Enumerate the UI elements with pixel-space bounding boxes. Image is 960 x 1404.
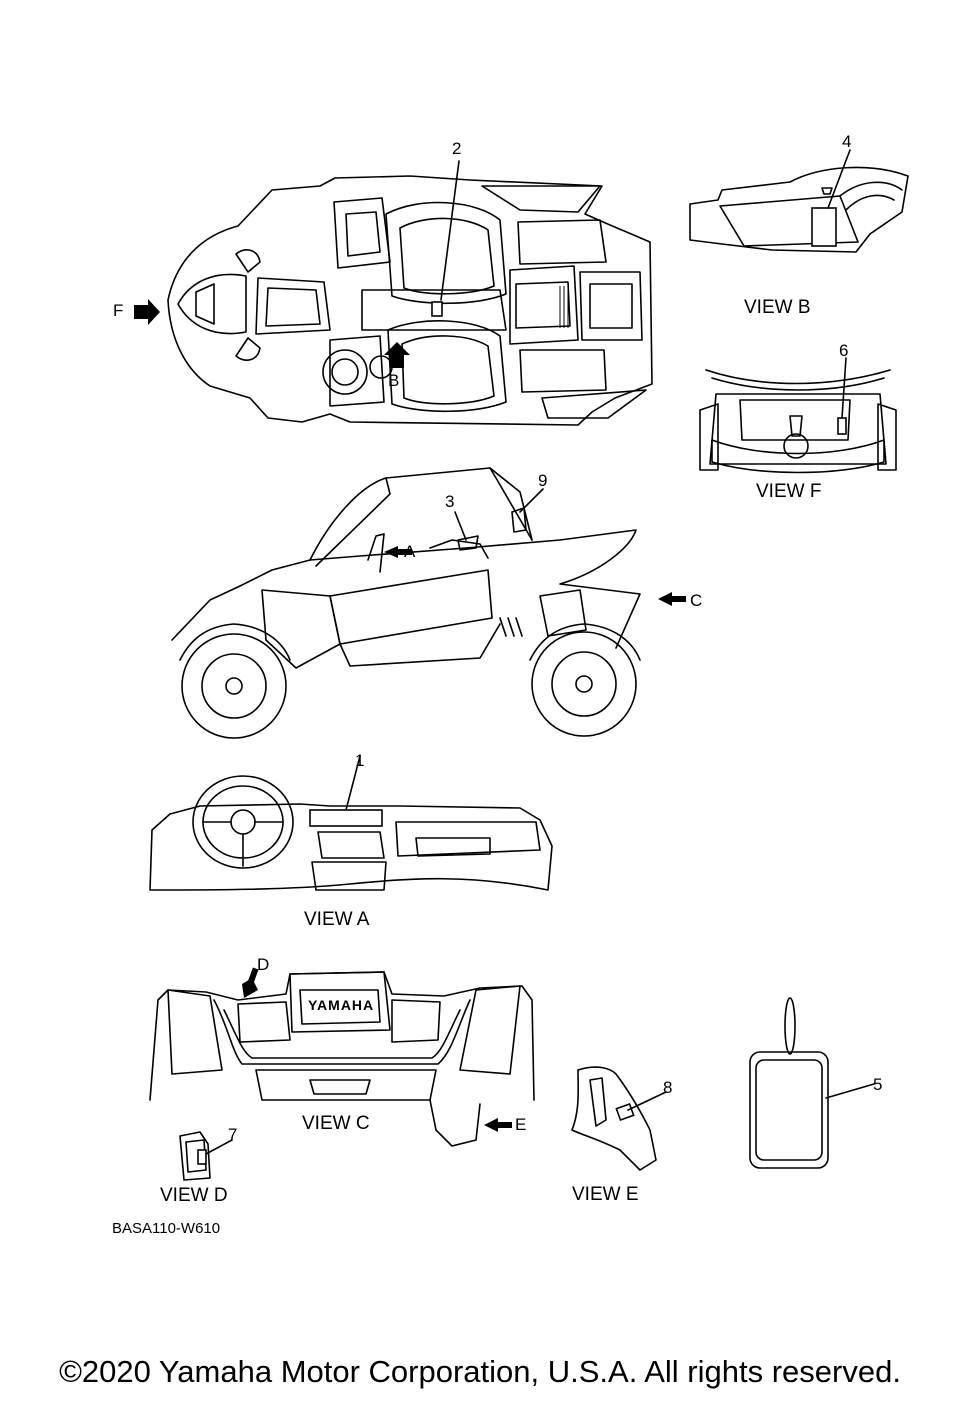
view-b-drawing bbox=[689, 149, 909, 253]
item-5-tag bbox=[749, 997, 875, 1169]
callout-1: 1 bbox=[355, 751, 365, 770]
view-d-drawing bbox=[179, 1131, 233, 1181]
view-arrow-c-letter: C bbox=[690, 591, 703, 610]
view-f-title: VIEW F bbox=[756, 481, 822, 502]
view-d-title: VIEW D bbox=[160, 1185, 228, 1206]
diagram-code: BASA110-W610 bbox=[112, 1220, 221, 1237]
callout-3: 3 bbox=[445, 492, 455, 511]
callout-4: 4 bbox=[842, 132, 852, 151]
callout-8: 8 bbox=[663, 1078, 673, 1097]
view-arrow-f-letter: F bbox=[113, 301, 124, 320]
side-view-vehicle bbox=[171, 467, 686, 739]
view-a-drawing bbox=[149, 755, 553, 891]
callout-5: 5 bbox=[873, 1075, 883, 1094]
grille-lettering: YAMAHA bbox=[308, 997, 375, 1013]
callout-7: 7 bbox=[228, 1125, 238, 1144]
view-f-drawing bbox=[699, 357, 897, 474]
view-arrow-a-letter: A bbox=[404, 542, 416, 561]
view-e-title: VIEW E bbox=[572, 1184, 639, 1205]
view-c-drawing bbox=[149, 967, 535, 1147]
callout-2: 2 bbox=[452, 139, 462, 158]
view-b-title: VIEW B bbox=[744, 297, 811, 318]
callout-6: 6 bbox=[839, 341, 849, 360]
top-view-vehicle bbox=[134, 160, 653, 426]
view-arrow-b-letter: B bbox=[388, 371, 400, 390]
view-e-drawing bbox=[571, 1066, 667, 1171]
view-c-title: VIEW C bbox=[302, 1113, 370, 1134]
copyright-notice: ©2020 Yamaha Motor Corporation, U.S.A. A… bbox=[59, 1354, 901, 1389]
view-arrow-e-letter: E bbox=[515, 1115, 527, 1134]
view-a-title: VIEW A bbox=[304, 909, 370, 930]
callout-9: 9 bbox=[538, 471, 548, 490]
view-arrow-d-letter: D bbox=[257, 955, 270, 974]
